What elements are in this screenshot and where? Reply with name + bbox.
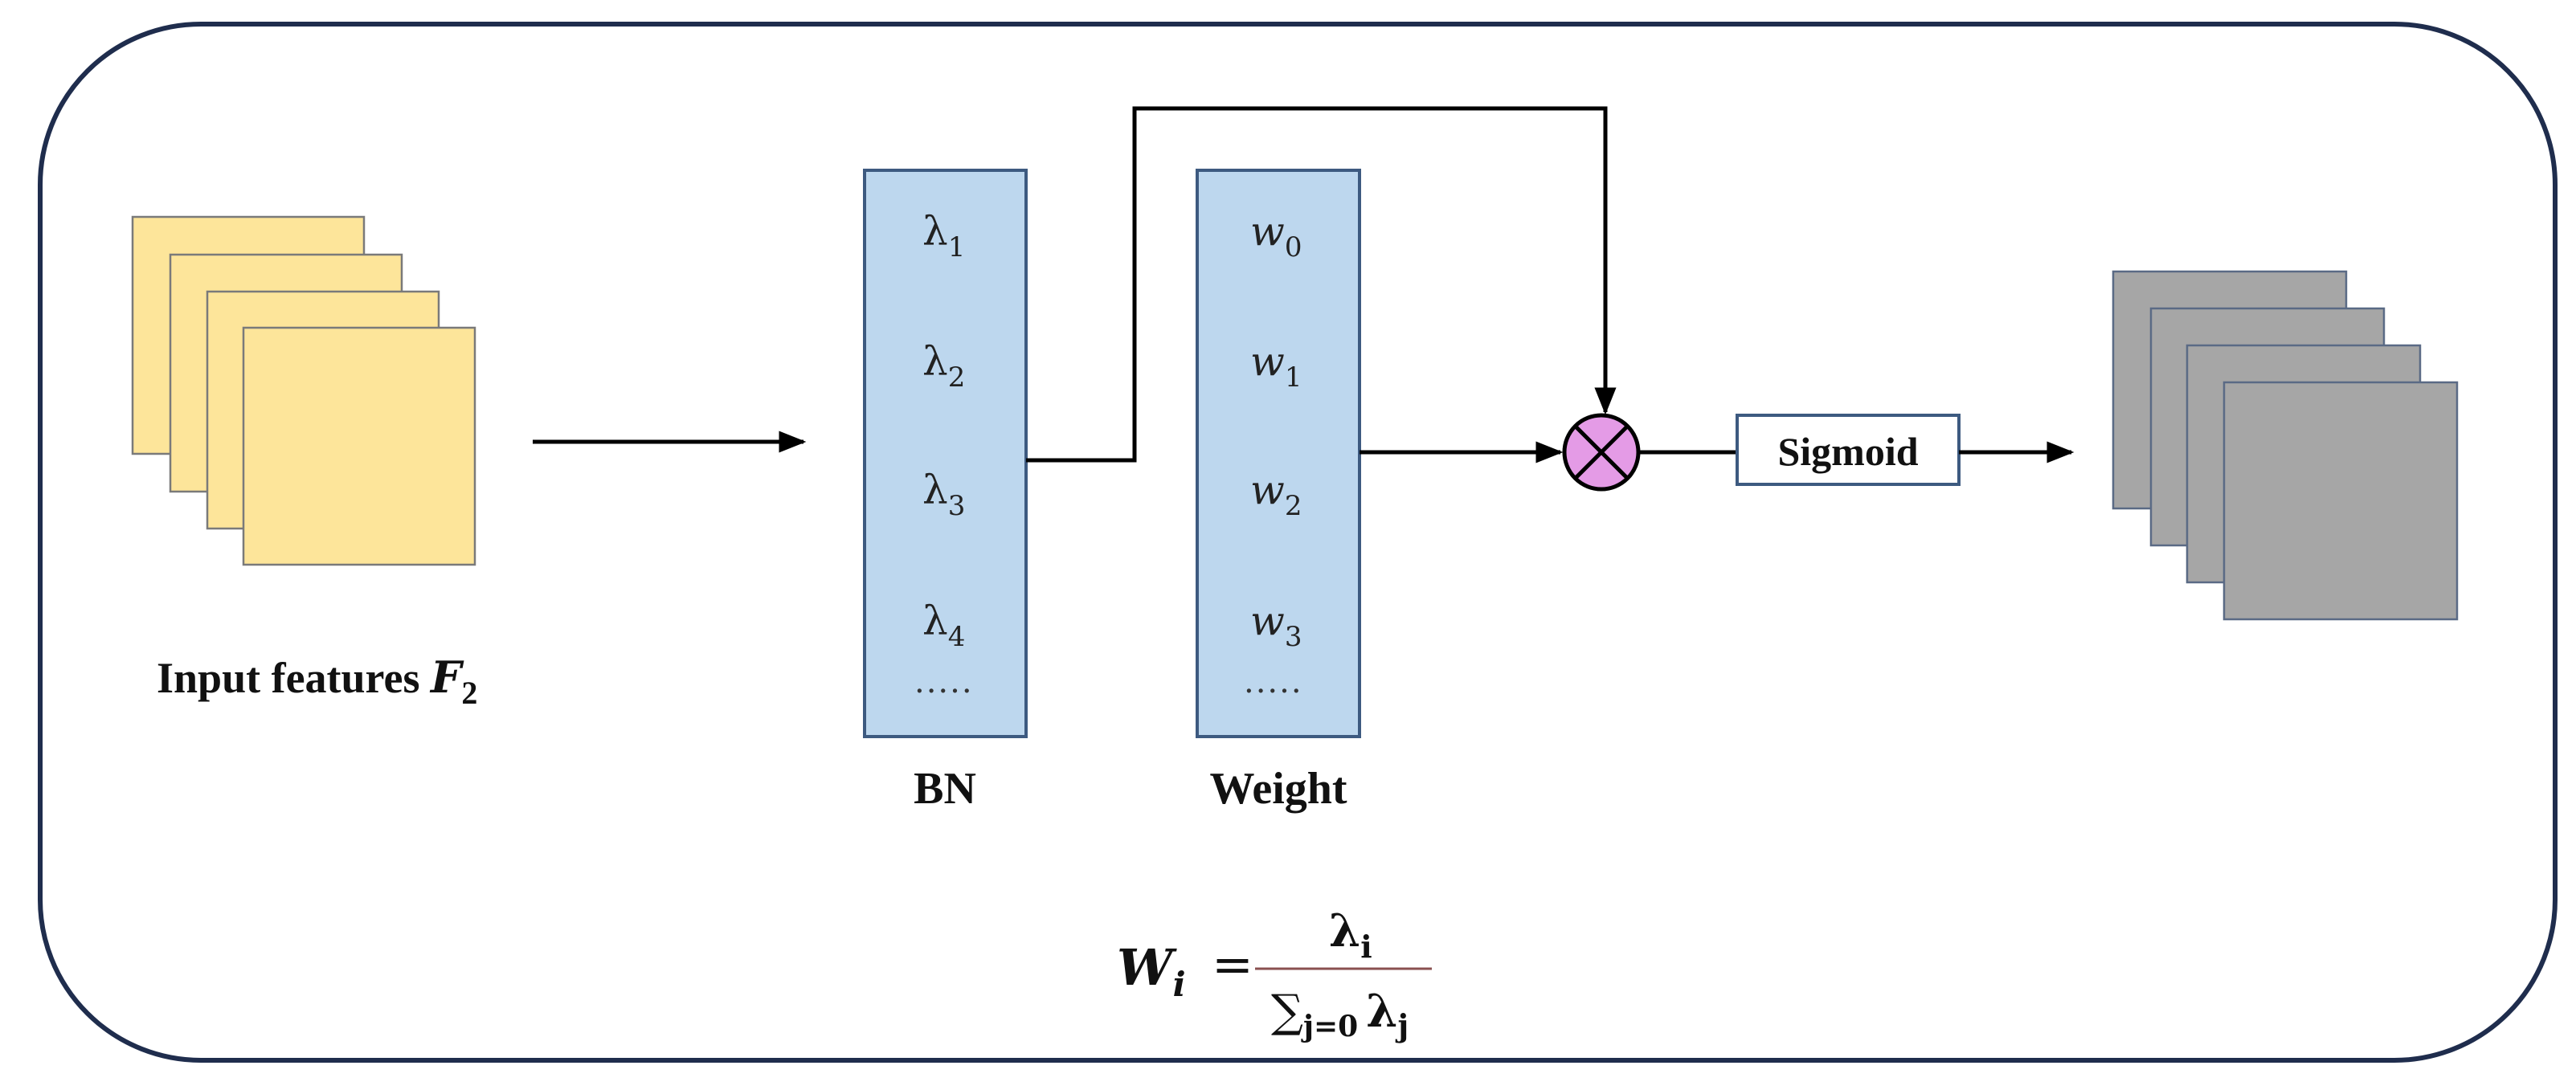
- sigmoid-box: [1736, 414, 1961, 486]
- bn-item-2: λ2: [922, 338, 965, 394]
- bn-item-4: λ4: [922, 598, 965, 653]
- bn-ellipsis: .....: [914, 663, 974, 700]
- formula-numerator: λi: [1329, 904, 1372, 965]
- output-feature-map-4: [2222, 381, 2459, 621]
- sigmoid-label: Sigmoid: [1777, 429, 1918, 474]
- multiply-cross-b: [1573, 424, 1629, 480]
- skip-connection-line: [1026, 106, 1617, 463]
- output-feature-stack: [2112, 270, 2459, 621]
- input-label-var: F: [429, 651, 464, 703]
- bn-item-3: λ3: [922, 467, 965, 522]
- bn-label: BN: [914, 764, 976, 814]
- bn-item-1: λ1: [922, 208, 965, 263]
- multiply-node: [1562, 413, 1641, 492]
- weight-ellipsis: .....: [1244, 663, 1303, 700]
- weight-item-2: w2: [1250, 467, 1302, 522]
- input-label-text: Input features: [157, 654, 431, 702]
- bn-column: [863, 169, 1028, 738]
- input-feature-map-4: [242, 326, 476, 566]
- input-feature-stack: [131, 215, 476, 566]
- weight-item-3: w3: [1250, 598, 1302, 653]
- formula-equals: =: [1212, 935, 1253, 994]
- weight-column: [1196, 169, 1361, 738]
- formula-lhs: Wi: [1117, 938, 1186, 1004]
- weight-item-0: w0: [1250, 208, 1302, 263]
- input-features-label: Input features F2: [157, 651, 477, 711]
- weight-label: Weight: [1209, 764, 1347, 814]
- weight-item-1: w1: [1250, 338, 1302, 394]
- input-label-sub: 2: [461, 675, 477, 711]
